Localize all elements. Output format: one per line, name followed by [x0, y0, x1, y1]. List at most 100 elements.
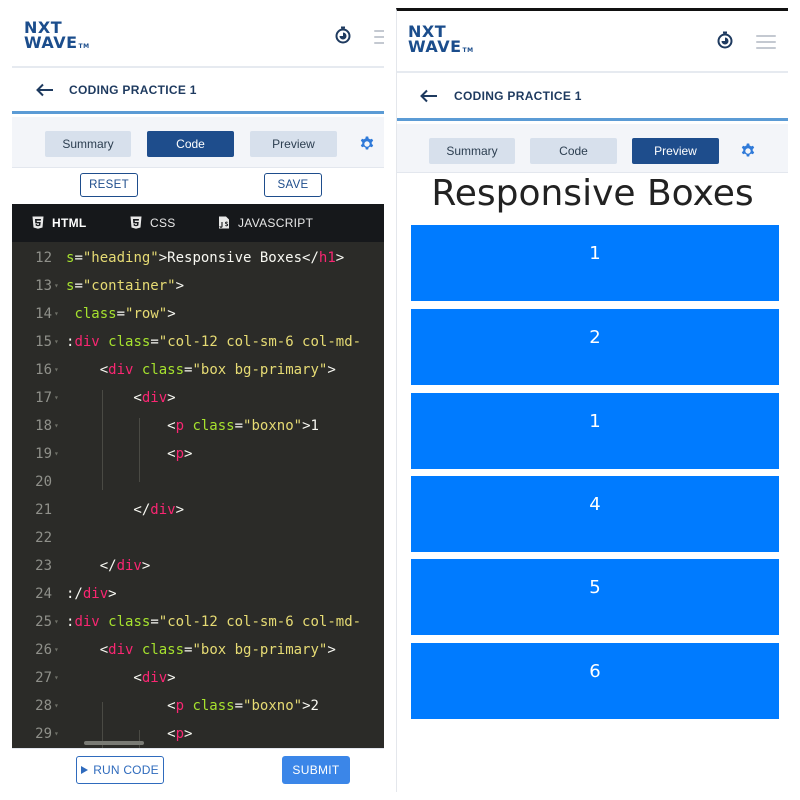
code-token: class	[141, 642, 185, 658]
code-text: <p class="boxno">2	[66, 692, 319, 720]
tab-code[interactable]: Code	[530, 138, 617, 164]
line-number: 22	[35, 530, 52, 546]
tab-javascript[interactable]: JAVASCRIPT	[218, 204, 313, 242]
code-token: div	[150, 502, 176, 518]
code-token: =	[116, 306, 126, 322]
fold-arrow-icon[interactable]: ▾	[54, 421, 59, 430]
preview-view-panel: NXT WAVETM CODING PRACTICE 1 Summary Cod…	[396, 8, 788, 792]
logo-wave: WAVE	[408, 37, 462, 56]
reset-button[interactable]: RESET	[80, 173, 138, 197]
tab-summary[interactable]: Summary	[45, 131, 131, 157]
code-token: >	[167, 670, 176, 686]
code-token: >	[327, 362, 336, 378]
fold-arrow-icon[interactable]: ▾	[54, 449, 59, 458]
indent-guide	[139, 418, 140, 482]
code-token: "col-12 col-sm-6 col-md-	[158, 334, 362, 350]
line-number: 19	[35, 446, 52, 462]
code-token: class	[141, 362, 185, 378]
code-token: s	[66, 250, 75, 266]
line-number: 15	[35, 334, 52, 350]
code-token: class	[74, 306, 117, 322]
fold-arrow-icon[interactable]: ▾	[54, 701, 59, 710]
fold-arrow-icon[interactable]: ▾	[54, 337, 59, 346]
tab-code[interactable]: Code	[147, 131, 234, 157]
back-arrow-icon[interactable]	[36, 83, 54, 97]
code-token: div	[108, 362, 134, 378]
fold-arrow-icon[interactable]: ▾	[54, 673, 59, 682]
indent-guide	[139, 730, 140, 748]
line-number: 25	[35, 614, 52, 630]
code-token: :/	[66, 586, 83, 602]
code-token: =	[150, 334, 159, 350]
logo-line-2: WAVETM	[408, 39, 474, 58]
run-code-button[interactable]: RUN CODE	[76, 756, 164, 784]
submit-button[interactable]: SUBMIT	[282, 756, 350, 784]
tab-css[interactable]: CSS	[130, 204, 176, 242]
code-text: <p>	[66, 720, 192, 748]
fold-arrow-icon[interactable]: ▾	[54, 365, 59, 374]
gear-icon[interactable]	[740, 143, 756, 159]
code-token: <	[66, 726, 176, 742]
bottom-action-bar: RUN CODE SUBMIT	[12, 748, 384, 792]
preview-output: Responsive Boxes 1 2 1 4 5 6	[397, 173, 788, 792]
fold-arrow-icon[interactable]: ▾	[54, 309, 59, 318]
save-button[interactable]: SAVE	[264, 173, 322, 197]
code-token: <	[66, 670, 142, 686]
code-token: <	[66, 698, 176, 714]
code-token: =	[184, 642, 193, 658]
logo-line-1: NXT	[24, 18, 63, 37]
code-line: 28▾ <p class="boxno">2	[12, 692, 384, 720]
fold-arrow-icon[interactable]: ▾	[54, 393, 59, 402]
code-token: <	[66, 446, 176, 462]
line-number: 23	[35, 558, 52, 574]
nxtwave-logo[interactable]: NXT WAVETM	[24, 20, 90, 54]
top-bar: NXT WAVETM	[397, 11, 788, 73]
code-token: =	[184, 362, 193, 378]
preview-heading: Responsive Boxes	[431, 173, 754, 214]
language-tabs: HTML CSS JAVASCRIPT	[12, 204, 384, 242]
hamburger-menu-icon[interactable]	[756, 35, 776, 49]
line-number: 29	[35, 726, 52, 742]
tab-html[interactable]: HTML	[32, 204, 87, 242]
nxtwave-logo[interactable]: NXT WAVETM	[408, 24, 474, 58]
preview-box-5: 5	[411, 559, 779, 635]
tab-css-label: CSS	[150, 216, 176, 230]
preview-box-1: 1	[411, 225, 779, 301]
line-number: 14	[35, 306, 52, 322]
stopwatch-icon[interactable]	[334, 26, 352, 44]
code-line: 20	[12, 468, 384, 496]
code-line: 26▾ <div class="box bg-primary">	[12, 636, 384, 664]
code-line: 14▾ class="row">	[12, 300, 384, 328]
fold-arrow-icon[interactable]: ▾	[54, 729, 59, 738]
code-token: p	[175, 418, 185, 434]
fold-arrow-icon[interactable]: ▾	[54, 645, 59, 654]
hamburger-menu-icon[interactable]	[374, 30, 384, 44]
code-text: </div>	[66, 496, 184, 524]
tab-preview[interactable]: Preview	[632, 138, 719, 164]
fold-arrow-icon[interactable]: ▾	[54, 617, 59, 626]
gear-icon[interactable]	[359, 136, 375, 152]
code-text: class="row">	[66, 300, 175, 328]
stopwatch-icon[interactable]	[716, 31, 734, 49]
back-arrow-icon[interactable]	[420, 89, 438, 103]
code-token	[133, 642, 141, 658]
code-token	[100, 334, 108, 350]
code-line: 27▾ <div>	[12, 664, 384, 692]
code-text: </div>	[66, 552, 151, 580]
code-line: 22	[12, 524, 384, 552]
code-token: =	[74, 278, 83, 294]
code-text: <div class="box bg-primary">	[66, 356, 336, 384]
tab-javascript-label: JAVASCRIPT	[238, 216, 314, 230]
horizontal-scrollbar[interactable]	[84, 741, 144, 745]
code-token: p	[175, 446, 185, 462]
code-token: <	[66, 642, 109, 658]
code-token: :	[66, 614, 75, 630]
fold-arrow-icon[interactable]: ▾	[54, 281, 59, 290]
code-token: "box bg-primary"	[192, 642, 328, 658]
view-tabs-bar: Summary Code Preview	[12, 117, 384, 168]
line-number: 24	[35, 586, 52, 602]
tab-summary[interactable]: Summary	[429, 138, 515, 164]
tab-preview[interactable]: Preview	[250, 131, 337, 157]
